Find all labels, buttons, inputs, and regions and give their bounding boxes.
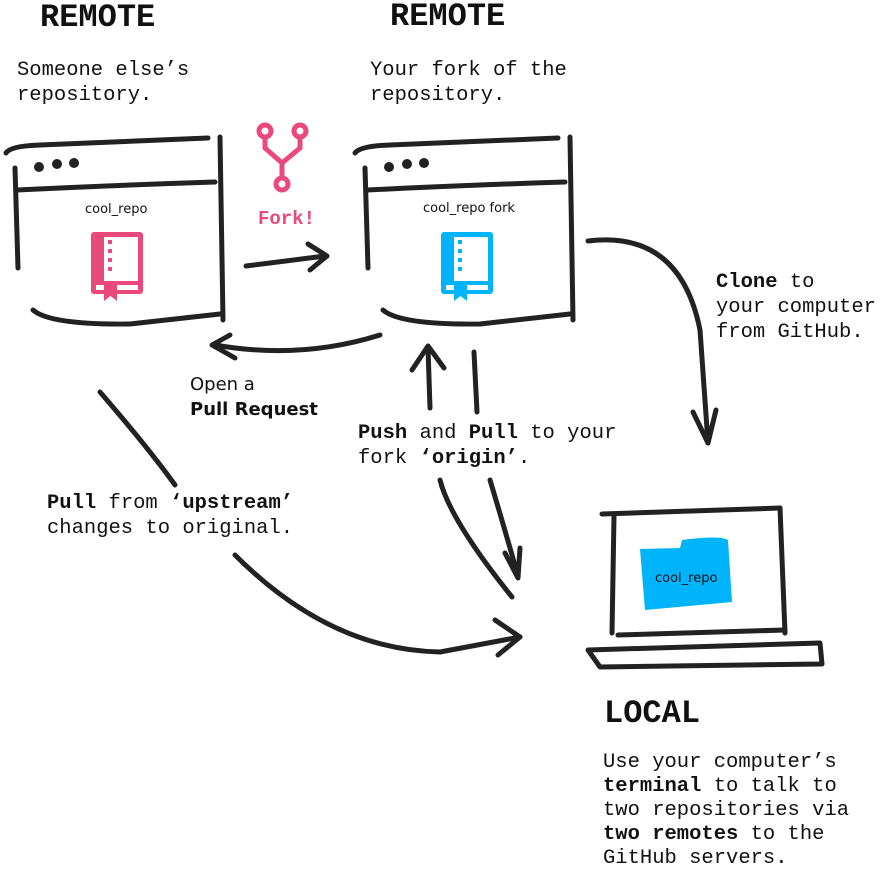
upstream-description: Pull from ‘upstream’changes to original. bbox=[47, 492, 294, 540]
fork-arrow bbox=[243, 241, 330, 273]
remote-left-window bbox=[3, 134, 226, 327]
laptop-icon bbox=[585, 505, 825, 670]
local-repo-name: cool_repo bbox=[655, 571, 718, 586]
clone-arrow bbox=[585, 237, 719, 446]
pull-arrow bbox=[471, 349, 523, 581]
fork-label: Fork! bbox=[258, 208, 316, 230]
local-heading: LOCAL bbox=[604, 695, 701, 732]
remote-right-window bbox=[352, 134, 576, 327]
fork-icon bbox=[256, 122, 309, 193]
push-arrow bbox=[409, 343, 515, 600]
remote-right-heading: REMOTE bbox=[390, 0, 506, 35]
pull-request-arrow bbox=[209, 332, 383, 361]
repo-book-icon-blue bbox=[441, 232, 493, 301]
folder-icon bbox=[640, 537, 732, 610]
remote-right-repo-name: cool_repo fork bbox=[423, 201, 515, 216]
window-dots bbox=[34, 158, 79, 172]
remote-left-repo-name: cool_repo bbox=[85, 202, 148, 217]
upstream-arrow bbox=[97, 389, 523, 658]
repo-book-icon-pink bbox=[91, 232, 143, 301]
remote-left-heading: REMOTE bbox=[40, 0, 156, 36]
